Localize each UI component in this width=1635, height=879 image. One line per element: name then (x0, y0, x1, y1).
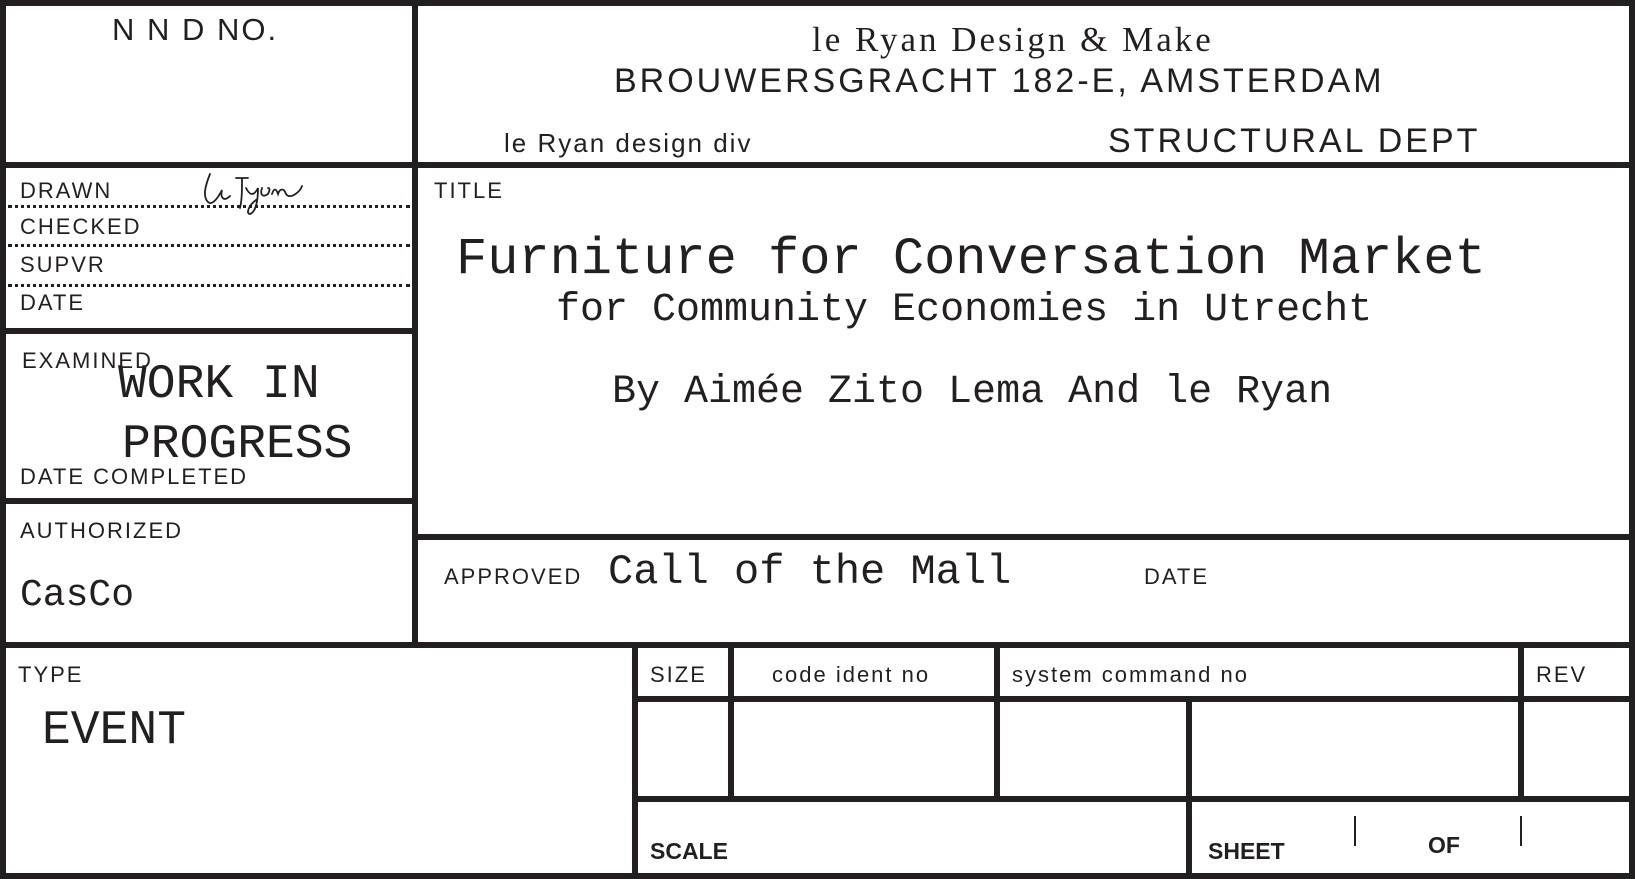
title-label: TITLE (434, 178, 504, 203)
approved-date-label: DATE (1144, 564, 1210, 589)
company-address: BROUWERSGRACHT 182-E, AMSTERDAM (614, 62, 1385, 100)
type-box: TYPE EVENT (0, 642, 638, 879)
title-line-2: for Community Economies in Utrecht (556, 288, 1373, 333)
approved-value: Call of the Mall (608, 548, 1012, 596)
of-label: OF (1428, 832, 1460, 858)
authorized-label: AUTHORIZED (20, 518, 183, 543)
rev-value-cell (1518, 696, 1635, 802)
dotted-rule-checked (8, 244, 410, 247)
scale-label: SCALE (650, 838, 728, 864)
rev-header-cell: REV (1518, 642, 1635, 702)
examined-label: EXAMINED (22, 348, 153, 373)
code-ident-header-cell: code ident no (728, 642, 1000, 702)
company-name: le Ryan Design & Make (812, 20, 1214, 59)
rev-label: REV (1536, 662, 1588, 687)
title-line-1: Furniture for Conversation Market (456, 230, 1486, 289)
type-label: TYPE (18, 662, 84, 687)
title-byline: By Aimée Zito Lema And le Ryan (612, 370, 1333, 415)
system-command-header-cell: system command no (994, 642, 1524, 702)
type-value: EVENT (42, 704, 187, 758)
examined-box: EXAMINED WORK IN PROGRESS DATE COMPLETED (0, 328, 418, 504)
code-ident-label: code ident no (772, 662, 931, 687)
sheet-label: SHEET (1208, 838, 1285, 864)
company-header-box: le Ryan Design & Make BROUWERSGRACHT 182… (412, 0, 1635, 168)
dotted-rule-drawn (8, 205, 410, 208)
scale-cell: SCALE (632, 796, 1192, 879)
division-name: le Ryan design div (504, 128, 753, 158)
approved-box: APPROVED Call of the Mall DATE (412, 534, 1635, 648)
department-name: STRUCTURAL DEPT (1108, 122, 1481, 160)
signoff-box: DRAWN CHECKED SUPVR DATE (0, 162, 418, 334)
dotted-rule-supvr (8, 284, 410, 287)
sheet-total-divider (1520, 816, 1522, 846)
status-line-1: WORK IN (118, 358, 320, 412)
title-box: TITLE Furniture for Conversation Market … (412, 162, 1635, 540)
authorized-value: CasCo (20, 574, 135, 617)
size-label: SIZE (650, 662, 707, 687)
supvr-label: SUPVR (20, 252, 106, 277)
size-header-cell: SIZE (632, 642, 734, 702)
approved-label: APPROVED (444, 564, 583, 589)
size-value-cell (632, 696, 734, 802)
sheet-number-divider (1354, 816, 1356, 846)
authorized-box: AUTHORIZED CasCo (0, 498, 418, 648)
status-line-2: PROGRESS (122, 418, 353, 472)
drawn-signature (204, 173, 303, 215)
date-completed-label: DATE COMPLETED (20, 464, 249, 489)
signoff-date-label: DATE (20, 290, 86, 315)
sheet-cell: SHEET OF (1186, 796, 1635, 879)
checked-label: CHECKED (20, 214, 142, 239)
system-command-label: system command no (1012, 662, 1249, 687)
system-command-value-cell-a (994, 696, 1192, 802)
nnd-label: N N D NO. (112, 12, 279, 47)
code-ident-value-cell (728, 696, 1000, 802)
drawn-label: DRAWN (20, 178, 113, 203)
nnd-box: N N D NO. (0, 0, 418, 168)
system-command-value-cell-b (1186, 696, 1524, 802)
